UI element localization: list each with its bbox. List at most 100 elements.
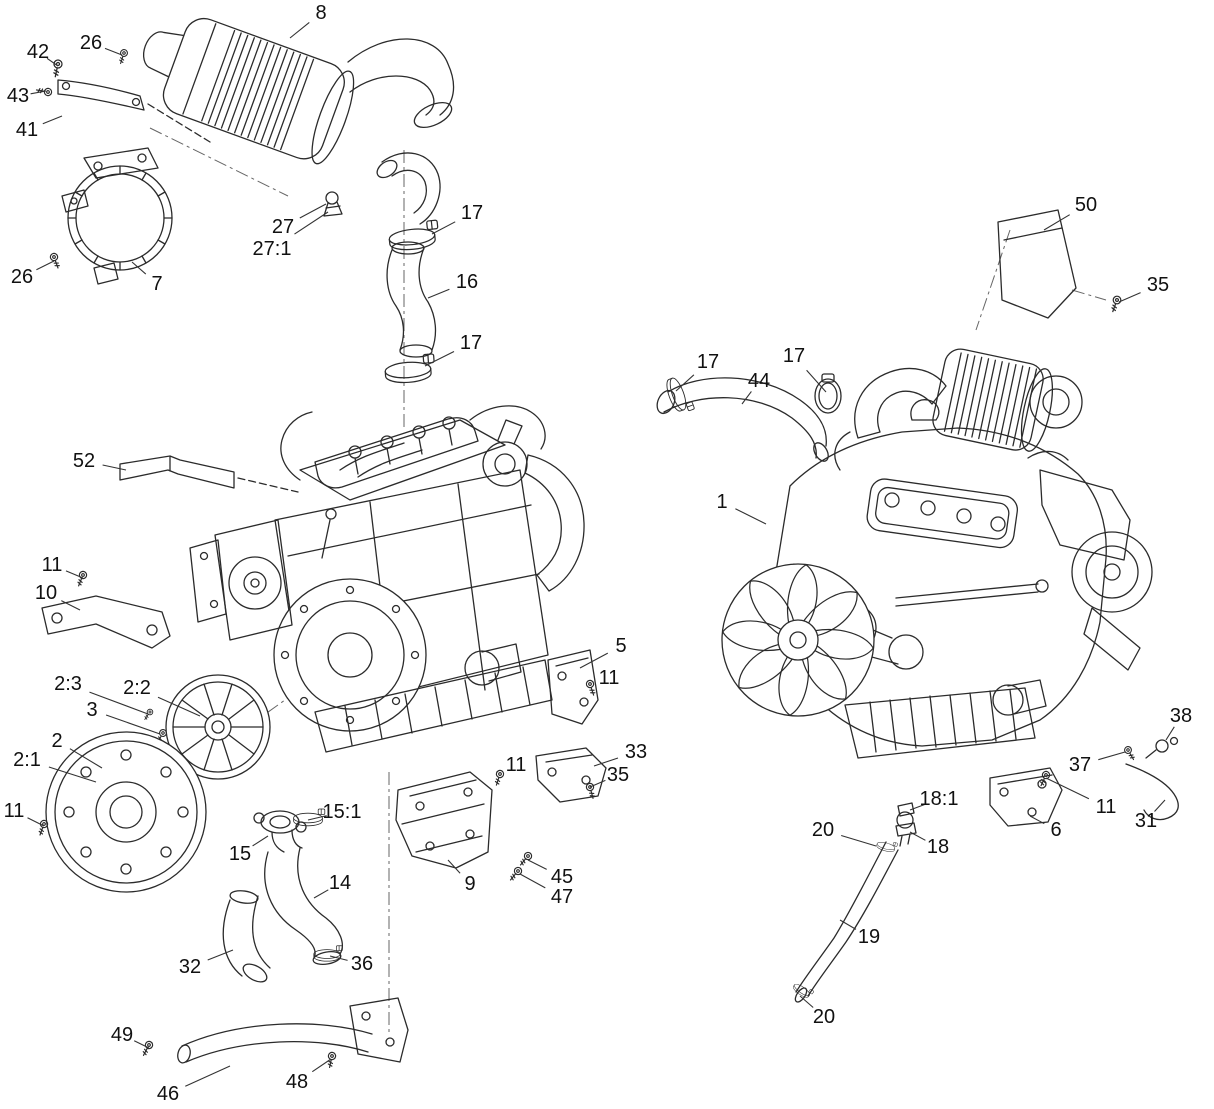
leader-line bbox=[311, 1058, 332, 1073]
part-9-bracket-illustration bbox=[395, 771, 534, 883]
part-18-valve-illustration bbox=[895, 802, 917, 847]
leader-line bbox=[427, 288, 450, 299]
part-6-bracket-illustration bbox=[989, 767, 1063, 827]
part-callout-45: 45 bbox=[550, 866, 574, 888]
part-callout-11: 11 bbox=[41, 554, 63, 576]
leader-line bbox=[61, 600, 81, 611]
leader-line bbox=[46, 57, 59, 67]
leader-line bbox=[157, 696, 201, 717]
part-callout-35: 35 bbox=[1146, 274, 1170, 296]
leader-line bbox=[289, 21, 310, 39]
leader-line bbox=[185, 1065, 231, 1087]
part-46-tube-illustration bbox=[139, 997, 409, 1069]
part-41-bracket-illustration bbox=[35, 48, 211, 143]
part-callout-44: 44 bbox=[747, 370, 771, 392]
part-50-plate-illustration bbox=[997, 209, 1123, 319]
part-7-fan-shroud-illustration bbox=[48, 147, 173, 285]
part-callout-27-1: 27:1 bbox=[252, 238, 292, 260]
part-callout-42: 42 bbox=[26, 41, 50, 63]
part-callout-11: 11 bbox=[598, 667, 620, 689]
cooling-fan-illustration bbox=[721, 563, 875, 717]
part-callout-8: 8 bbox=[315, 2, 327, 24]
leader-line bbox=[36, 260, 55, 271]
part-callout-17: 17 bbox=[459, 332, 483, 354]
part-17-clamp-right-b-illustration bbox=[814, 373, 842, 414]
leader-line bbox=[841, 834, 877, 847]
part-callout-26: 26 bbox=[10, 266, 34, 288]
part-2-2-fan-illustration bbox=[142, 674, 271, 780]
part-callout-20: 20 bbox=[812, 1006, 836, 1028]
leader-line bbox=[30, 90, 47, 95]
leader-line bbox=[806, 369, 827, 393]
part-callout-52: 52 bbox=[72, 450, 96, 472]
part-callout-2-2: 2:2 bbox=[123, 677, 151, 699]
leader-lines bbox=[27, 21, 1175, 1087]
leader-line bbox=[89, 691, 149, 715]
leader-line bbox=[48, 766, 97, 783]
part-31-harness-illustration bbox=[1122, 736, 1179, 821]
leader-line bbox=[42, 115, 63, 125]
part-callout-41: 41 bbox=[15, 119, 39, 141]
leader-line bbox=[299, 203, 327, 219]
part-callout-3: 3 bbox=[86, 699, 98, 721]
part-callout-27: 27 bbox=[271, 216, 295, 238]
part-callout-18-1: 18:1 bbox=[919, 788, 959, 810]
part-16-hose-illustration bbox=[386, 241, 437, 358]
part-callout-38: 38 bbox=[1169, 705, 1193, 727]
leader-line bbox=[799, 995, 814, 1008]
part-44-hose-illustration bbox=[656, 377, 829, 462]
leader-line bbox=[909, 803, 927, 811]
leader-line bbox=[104, 47, 123, 56]
part-callout-5: 5 bbox=[615, 635, 627, 657]
part-callout-7: 7 bbox=[151, 273, 163, 295]
leader-line bbox=[675, 374, 695, 392]
part-callout-6: 6 bbox=[1050, 819, 1062, 841]
part-callout-36: 36 bbox=[350, 953, 374, 975]
leader-line bbox=[207, 949, 234, 961]
part-15-tube-illustration bbox=[253, 810, 307, 853]
leader-line bbox=[519, 873, 546, 889]
part-callout-49: 49 bbox=[110, 1024, 134, 1046]
part-callout-48: 48 bbox=[285, 1071, 309, 1093]
leader-line bbox=[527, 859, 547, 870]
part-callout-16: 16 bbox=[455, 271, 479, 293]
part-callout-17: 17 bbox=[696, 351, 720, 373]
leader-line bbox=[65, 570, 84, 579]
leader-line bbox=[579, 652, 609, 669]
leader-line bbox=[424, 351, 455, 367]
part-callout-11: 11 bbox=[505, 754, 527, 776]
part-32-hose-illustration bbox=[222, 890, 271, 983]
part-callout-37: 37 bbox=[1068, 754, 1092, 776]
leader-line bbox=[1098, 751, 1126, 761]
leader-line bbox=[909, 831, 926, 841]
leader-line bbox=[839, 919, 857, 930]
part-callout-15: 15 bbox=[228, 843, 252, 865]
part-callout-43: 43 bbox=[6, 85, 30, 107]
leader-line bbox=[1118, 292, 1141, 303]
part-1-engine-illustration bbox=[721, 348, 1153, 759]
part-callout-2-1: 2:1 bbox=[13, 749, 41, 771]
part-17-clamp-upper-illustration bbox=[387, 219, 441, 253]
leader-line bbox=[27, 817, 45, 827]
leader-line bbox=[593, 757, 619, 767]
leader-line bbox=[589, 779, 606, 788]
part-engine-exploded-illustration bbox=[189, 405, 585, 753]
leader-line bbox=[735, 508, 767, 525]
leader-line bbox=[313, 889, 329, 899]
part-callout-31: 31 bbox=[1134, 810, 1158, 832]
part-33-bracket-illustration bbox=[492, 747, 607, 803]
leader-line bbox=[105, 714, 161, 735]
part-10-bracket-illustration bbox=[41, 569, 171, 649]
leader-line bbox=[307, 815, 327, 821]
part-14-hose-illustration bbox=[264, 847, 343, 966]
part-27-fitting-illustration bbox=[323, 191, 343, 217]
leader-line bbox=[131, 261, 147, 275]
part-callout-47: 47 bbox=[550, 886, 574, 908]
leader-line bbox=[1165, 726, 1175, 741]
part-callout-2: 2 bbox=[51, 730, 63, 752]
leader-line bbox=[1045, 777, 1090, 800]
part-5-bracket-illustration bbox=[547, 649, 599, 725]
leader-line bbox=[1029, 815, 1045, 825]
part-callout-20: 20 bbox=[811, 819, 835, 841]
